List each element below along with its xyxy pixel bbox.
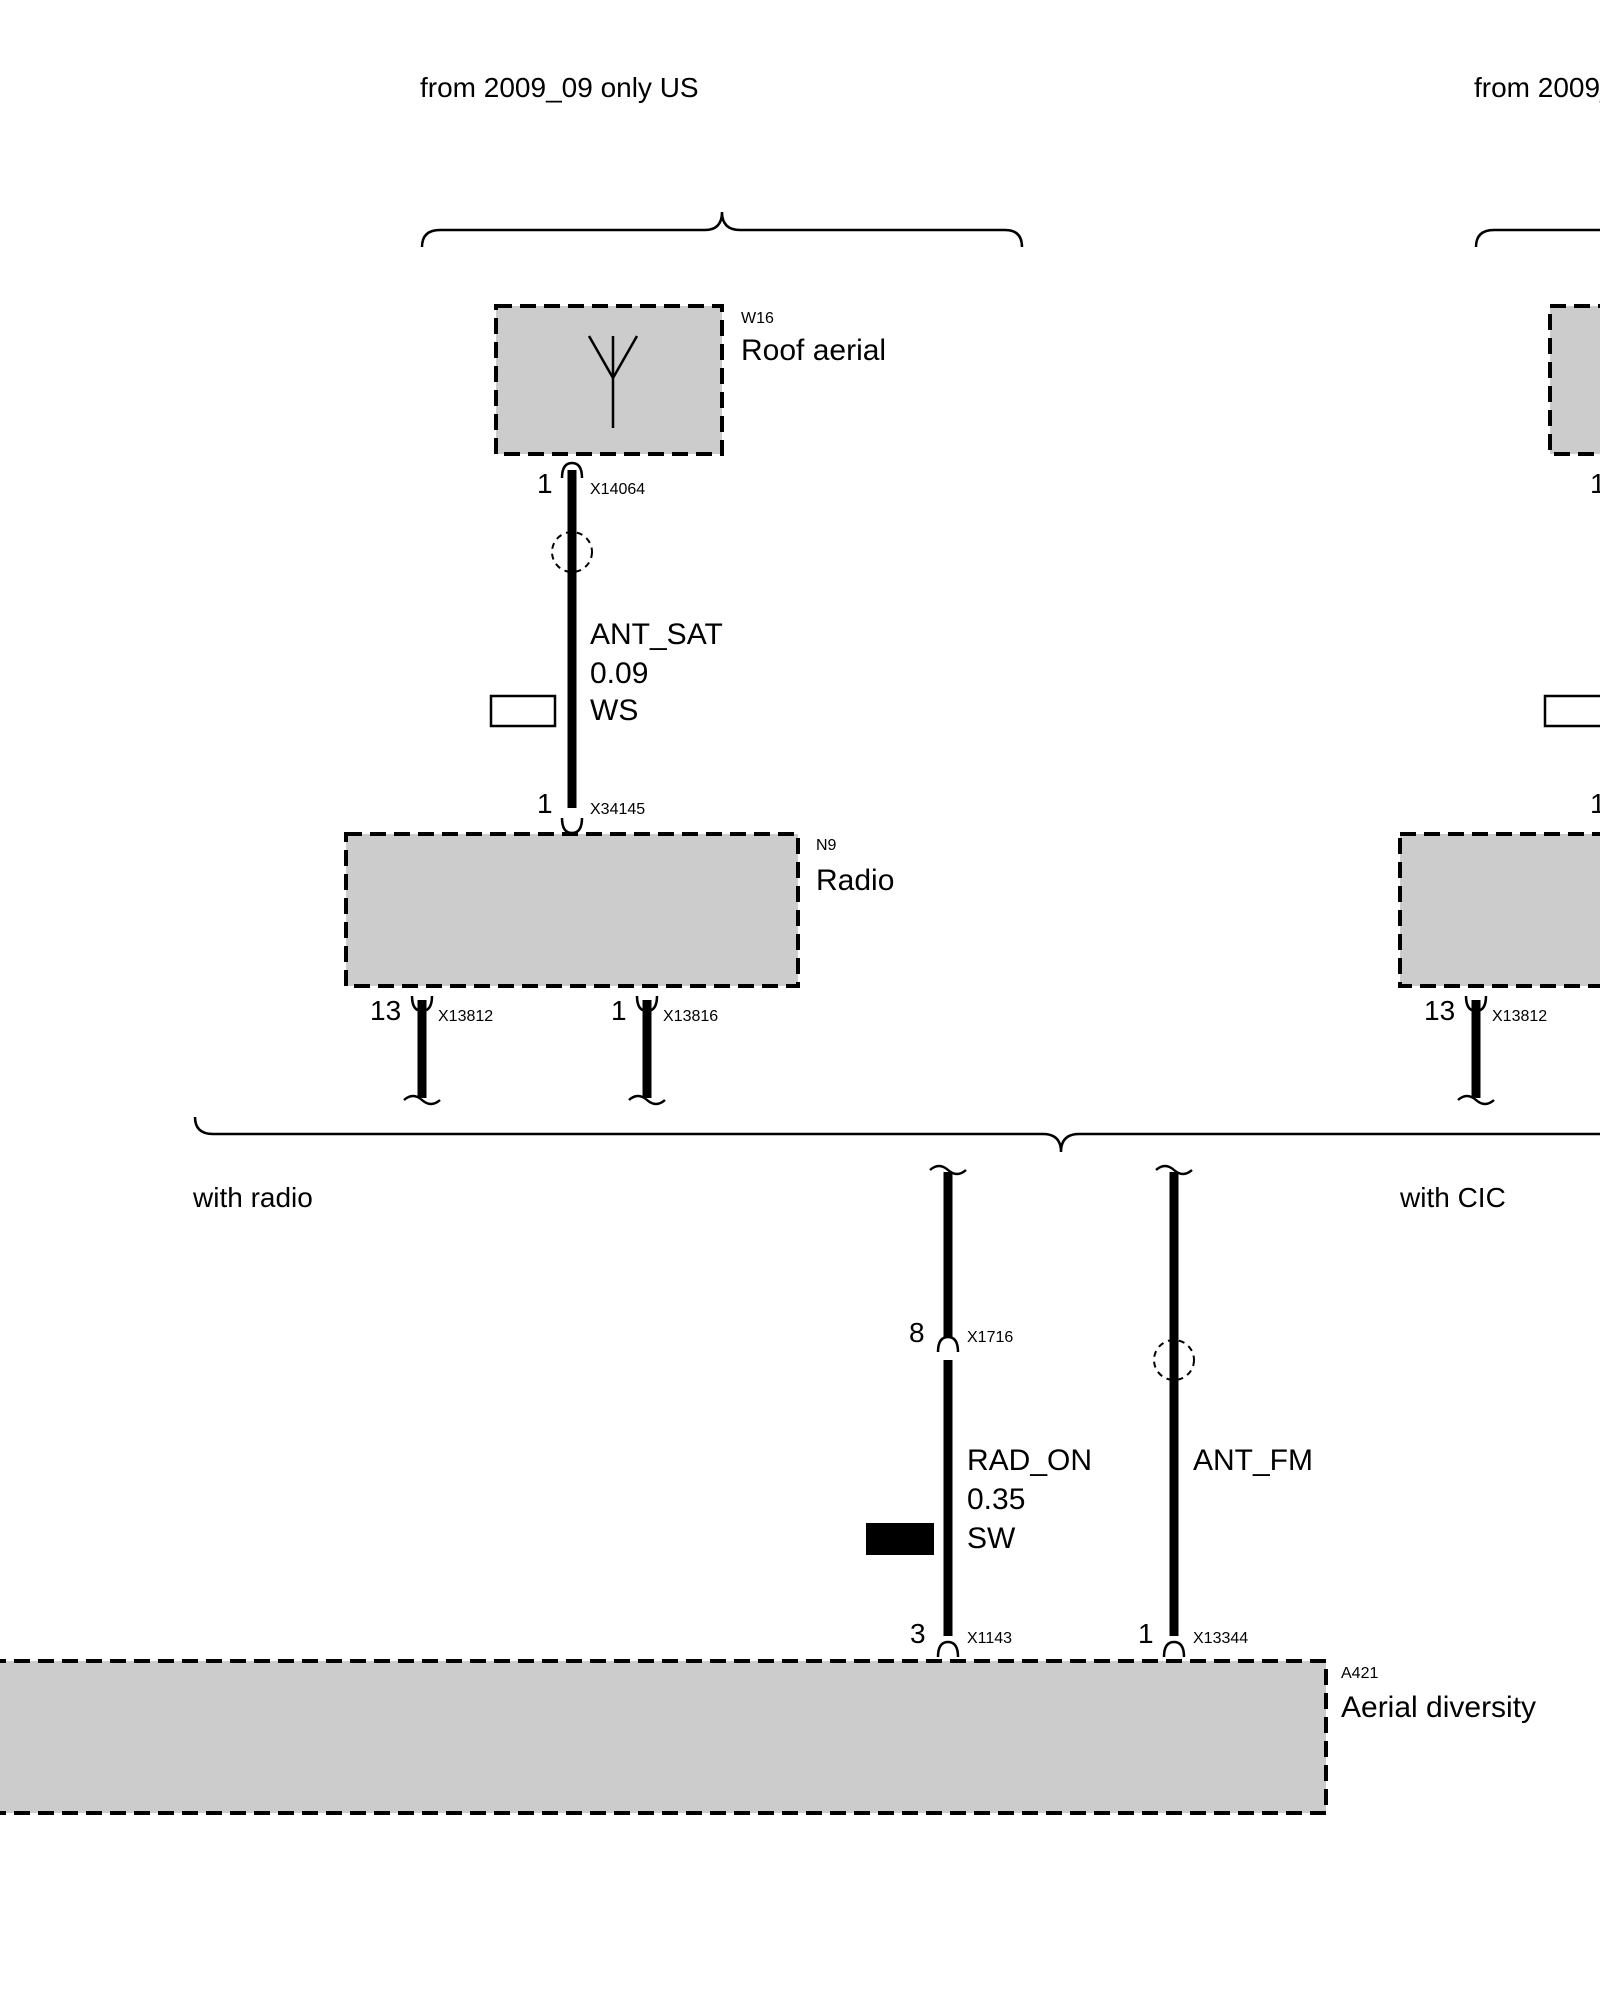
roof-aerial-name: Roof aerial — [741, 334, 886, 367]
roof-aerial-box-cic — [1548, 304, 1600, 456]
connector-x1143-symbol — [936, 1640, 960, 1658]
wire-color-swatch-ws — [489, 694, 557, 728]
variant-label-left: from 2009_09 only US — [420, 72, 699, 103]
variant-brace-bottom — [193, 1116, 1600, 1153]
wire-ant-sat-size: 0.09 — [590, 657, 648, 690]
pin-x13812-cic: 13 — [1424, 995, 1455, 1026]
radio-box — [344, 832, 800, 988]
pin-x14064: 1 — [537, 468, 553, 499]
pin-x1716: 8 — [909, 1317, 925, 1348]
roof-aerial-code: W16 — [741, 310, 774, 327]
aerial-diversity-box — [0, 1659, 1328, 1815]
roof-aerial-box — [494, 304, 724, 456]
variant-label-right: from 2009_09 only US — [1474, 72, 1600, 103]
wire-color-swatch-sw — [866, 1523, 934, 1555]
wire-color-swatch-ws-cic — [1543, 694, 1600, 728]
connector-x13816-symbol — [635, 995, 659, 1013]
shield-icon-ant-fm — [1153, 1339, 1195, 1381]
shield-icon — [551, 531, 593, 573]
wire-rad-on-size: 0.35 — [967, 1483, 1025, 1516]
connector-x13812-cic-code: X13812 — [1492, 1008, 1547, 1025]
wire-rad-on-signal: RAD_ON — [967, 1444, 1092, 1477]
radio-name: Radio — [816, 864, 894, 897]
wire-ant-sat-signal: ANT_SAT — [590, 618, 723, 651]
wire-break-x13812-cic — [1457, 1094, 1495, 1106]
connector-x13344-symbol — [1162, 1640, 1186, 1658]
pin-x13812: 13 — [370, 995, 401, 1026]
variant-label-with-radio: with radio — [192, 1182, 313, 1213]
pin-x34145-cic: 1 — [1590, 788, 1600, 819]
pin-x1143: 3 — [910, 1618, 926, 1649]
variant-brace-right — [1474, 228, 1600, 248]
wire-break-ant-fm — [1155, 1164, 1193, 1176]
connector-x13344-code: X13344 — [1193, 1630, 1248, 1647]
connector-x1143-code: X1143 — [967, 1630, 1012, 1647]
pin-x13344: 1 — [1138, 1618, 1154, 1649]
wire-rad-on-color: SW — [967, 1522, 1016, 1555]
aerial-diversity-code: A421 — [1341, 1665, 1378, 1682]
cic-box — [1398, 832, 1600, 988]
connector-x13812-symbol — [410, 995, 434, 1013]
wire-break-rad-on — [929, 1164, 967, 1176]
connector-x14064-symbol — [560, 461, 584, 479]
variant-label-with-cic: with CIC — [1399, 1182, 1506, 1213]
connector-x13816-code: X13816 — [663, 1008, 718, 1025]
connector-x34145-symbol — [560, 817, 584, 835]
connector-x14064-code: X14064 — [590, 481, 645, 498]
wire-ant-fm-signal: ANT_FM — [1193, 1444, 1313, 1477]
connector-x13812-cic-symbol — [1464, 995, 1488, 1013]
wire-break-x13812 — [403, 1094, 441, 1106]
wire-break-x13816 — [628, 1094, 666, 1106]
antenna-icon — [587, 335, 639, 428]
pin-x34145: 1 — [537, 788, 553, 819]
variant-brace-left — [420, 211, 1024, 248]
radio-code: N9 — [816, 837, 837, 854]
aerial-diversity-name: Aerial diversity — [1341, 1691, 1536, 1724]
pin-x14064-cic: 1 — [1590, 468, 1600, 499]
pin-x13816: 1 — [611, 995, 627, 1026]
connector-x34145-code: X34145 — [590, 801, 645, 818]
connector-x1716-symbol — [936, 1335, 960, 1353]
wire-ant-sat-color: WS — [590, 694, 638, 727]
connector-x13812-code: X13812 — [438, 1008, 493, 1025]
connector-x1716-code: X1716 — [967, 1329, 1013, 1346]
